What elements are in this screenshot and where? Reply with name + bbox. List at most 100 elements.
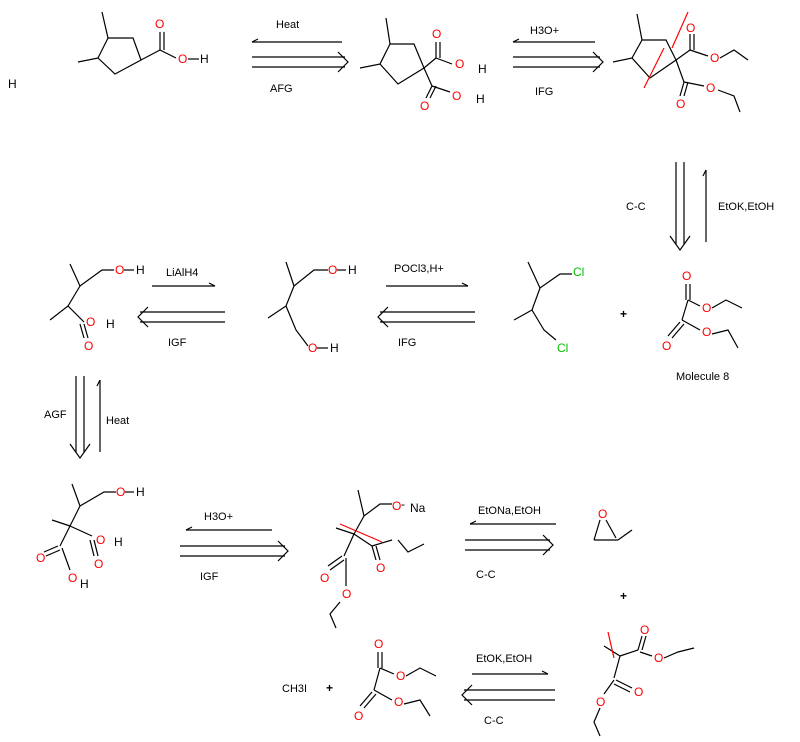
- atom-oxygen: O: [320, 571, 329, 585]
- reaction-arrow-vertical-cc-etok: C-C EtOK,EtOH: [626, 162, 774, 252]
- arrow-right-label: EtOK,EtOH: [718, 201, 774, 213]
- atom-oxygen: O: [374, 637, 383, 651]
- arrow-top-label: Heat: [276, 19, 299, 31]
- arrow-top-label: H3O+: [204, 511, 233, 523]
- atom-oxygen: O: [634, 685, 643, 699]
- atom-oxygen: O: [654, 651, 663, 665]
- atom-oxygen: O: [342, 587, 351, 601]
- atom-oxygen: O: [452, 89, 461, 103]
- atom-sodium: Na: [410, 501, 426, 515]
- atom-oxygen: O: [394, 695, 403, 709]
- atom-oxygen: O: [94, 557, 103, 571]
- atom-oxygen: O: [376, 561, 385, 575]
- atom-chlorine: Cl: [557, 341, 568, 355]
- arrow-top-label: POCl3,H+: [394, 263, 444, 275]
- atom-oxygen: O: [36, 551, 45, 565]
- arrow-bottom-label: C-C: [476, 569, 496, 581]
- reaction-arrow-pocl3-ifg: POCl3,H+ IFG: [377, 263, 475, 349]
- plus-sign: +: [620, 589, 627, 603]
- reaction-arrow-heat-afg: Heat AFG: [251, 19, 349, 95]
- atom-hydrogen: H: [476, 92, 485, 106]
- atom-hydrogen: H: [478, 62, 487, 76]
- atom-oxygen: O: [686, 21, 695, 35]
- atom-oxygen: O: [308, 341, 317, 355]
- atom-oxygen: O: [676, 97, 685, 111]
- atom-oxygen: O: [702, 301, 711, 315]
- arrow-bottom-label: C-C: [484, 715, 504, 727]
- reaction-arrow-etona-cc: EtONa,EtOH C-C: [465, 505, 556, 581]
- disconnection-mark: [643, 47, 665, 89]
- atom-hydrogen: H: [330, 341, 339, 355]
- atom-hydrogen: H: [136, 263, 145, 277]
- atom-oxygen: O: [396, 669, 405, 683]
- atom-chlorine: Cl: [573, 265, 584, 279]
- atom-oxygen: O: [155, 17, 164, 31]
- reaction-arrow-h3o-igf: H3O+ IGF: [180, 511, 289, 583]
- atom-oxygen: O: [455, 57, 464, 71]
- atom-oxygen: O: [420, 99, 429, 113]
- atom-oxygen: O: [682, 269, 691, 283]
- molecule-sodium-alkoxide-diester: O - Na O O O: [320, 489, 426, 629]
- atom-oxygen: O: [68, 571, 77, 585]
- molecule-dimethylcyclopentane-carboxylic-acid: O O H: [77, 11, 209, 75]
- plus-sign: +: [326, 681, 333, 695]
- atom-hydrogen: H: [114, 535, 123, 549]
- atom-oxygen: O: [328, 263, 337, 277]
- arrow-top-label: LiAlH4: [166, 267, 198, 279]
- disconnection-mark: [339, 523, 383, 543]
- arrow-bottom-label: IFG: [398, 337, 416, 349]
- disconnection-mark: [607, 631, 615, 659]
- arrow-top-label: H3O+: [530, 25, 559, 37]
- atom-oxygen: O: [115, 263, 124, 277]
- arrow-bottom-label: IGF: [168, 337, 187, 349]
- arrow-left-label: AGF: [44, 409, 67, 421]
- reaction-arrow-lialh4-igf: LiAlH4 IGF: [137, 267, 225, 349]
- atom-oxygen: O: [596, 695, 605, 709]
- disconnection-mark: [671, 11, 689, 49]
- atom-oxygen: O: [96, 533, 105, 547]
- arrow-bottom-label: AFG: [270, 83, 293, 95]
- plus-sign: +: [620, 307, 627, 321]
- atom-oxygen: O: [598, 507, 607, 521]
- molecule-methyl-diethyl-malonate: O O O O: [593, 623, 695, 737]
- molecule-8-diethyl-malonate: O O O O Molecule 8: [662, 269, 743, 383]
- atom-oxygen: O: [662, 339, 671, 353]
- atom-oxygen: O: [84, 339, 93, 353]
- atom-oxygen: O: [706, 81, 715, 95]
- molecule-hydroxy-dicarboxylic-acid: O H O H O O O H: [36, 483, 145, 591]
- reaction-arrow-etok-cc: EtOK,EtOH C-C: [461, 653, 555, 727]
- atom-oxygen: O: [432, 27, 441, 41]
- reagent-ch3i: CH3I: [282, 683, 307, 695]
- molecule-diol: O H O H: [267, 261, 357, 355]
- atom-oxygen: O: [86, 315, 95, 329]
- molecule-dichloride: Cl Cl: [513, 261, 584, 355]
- atom-hydrogen: H: [106, 317, 115, 331]
- atom-oxygen: O: [392, 499, 401, 513]
- arrow-top-label: EtONa,EtOH: [478, 505, 541, 517]
- arrow-top-label: EtOK,EtOH: [476, 653, 532, 665]
- molecule-hydroxy-carboxylic-acid: O H O H O: [49, 263, 145, 353]
- molecule-methyl-epoxide: O: [593, 507, 633, 541]
- arrow-left-label: C-C: [626, 201, 646, 213]
- atom-hydrogen: H: [348, 263, 357, 277]
- arrow-right-label: Heat: [106, 415, 129, 427]
- atom-oxygen: O: [116, 485, 125, 499]
- atom-oxygen: O: [354, 709, 363, 723]
- molecule-diethyl-malonate: O O O O: [354, 637, 437, 723]
- atom-hydrogen: H: [200, 52, 209, 66]
- atom-minus: -: [401, 497, 405, 511]
- reaction-arrow-vertical-agf-heat: AGF Heat: [44, 376, 129, 460]
- arrow-bottom-label: IFG: [535, 86, 553, 98]
- molecule-cyclopentane-diethyl-diester: O O O O: [612, 11, 749, 113]
- atom-oxygen: O: [640, 623, 649, 637]
- stray-hydrogen-label: H: [8, 77, 17, 91]
- atom-oxygen: O: [710, 51, 719, 65]
- atom-oxygen: O: [702, 325, 711, 339]
- atom-oxygen: O: [178, 52, 187, 66]
- atom-hydrogen: H: [80, 577, 89, 591]
- molecule-cyclopentane-dicarboxylic-acid: O O H O O H: [359, 17, 487, 113]
- arrow-bottom-label: IGF: [200, 571, 219, 583]
- molecule-label: Molecule 8: [676, 371, 729, 383]
- reaction-arrow-h3o-ifg: H3O+ IFG: [512, 25, 604, 98]
